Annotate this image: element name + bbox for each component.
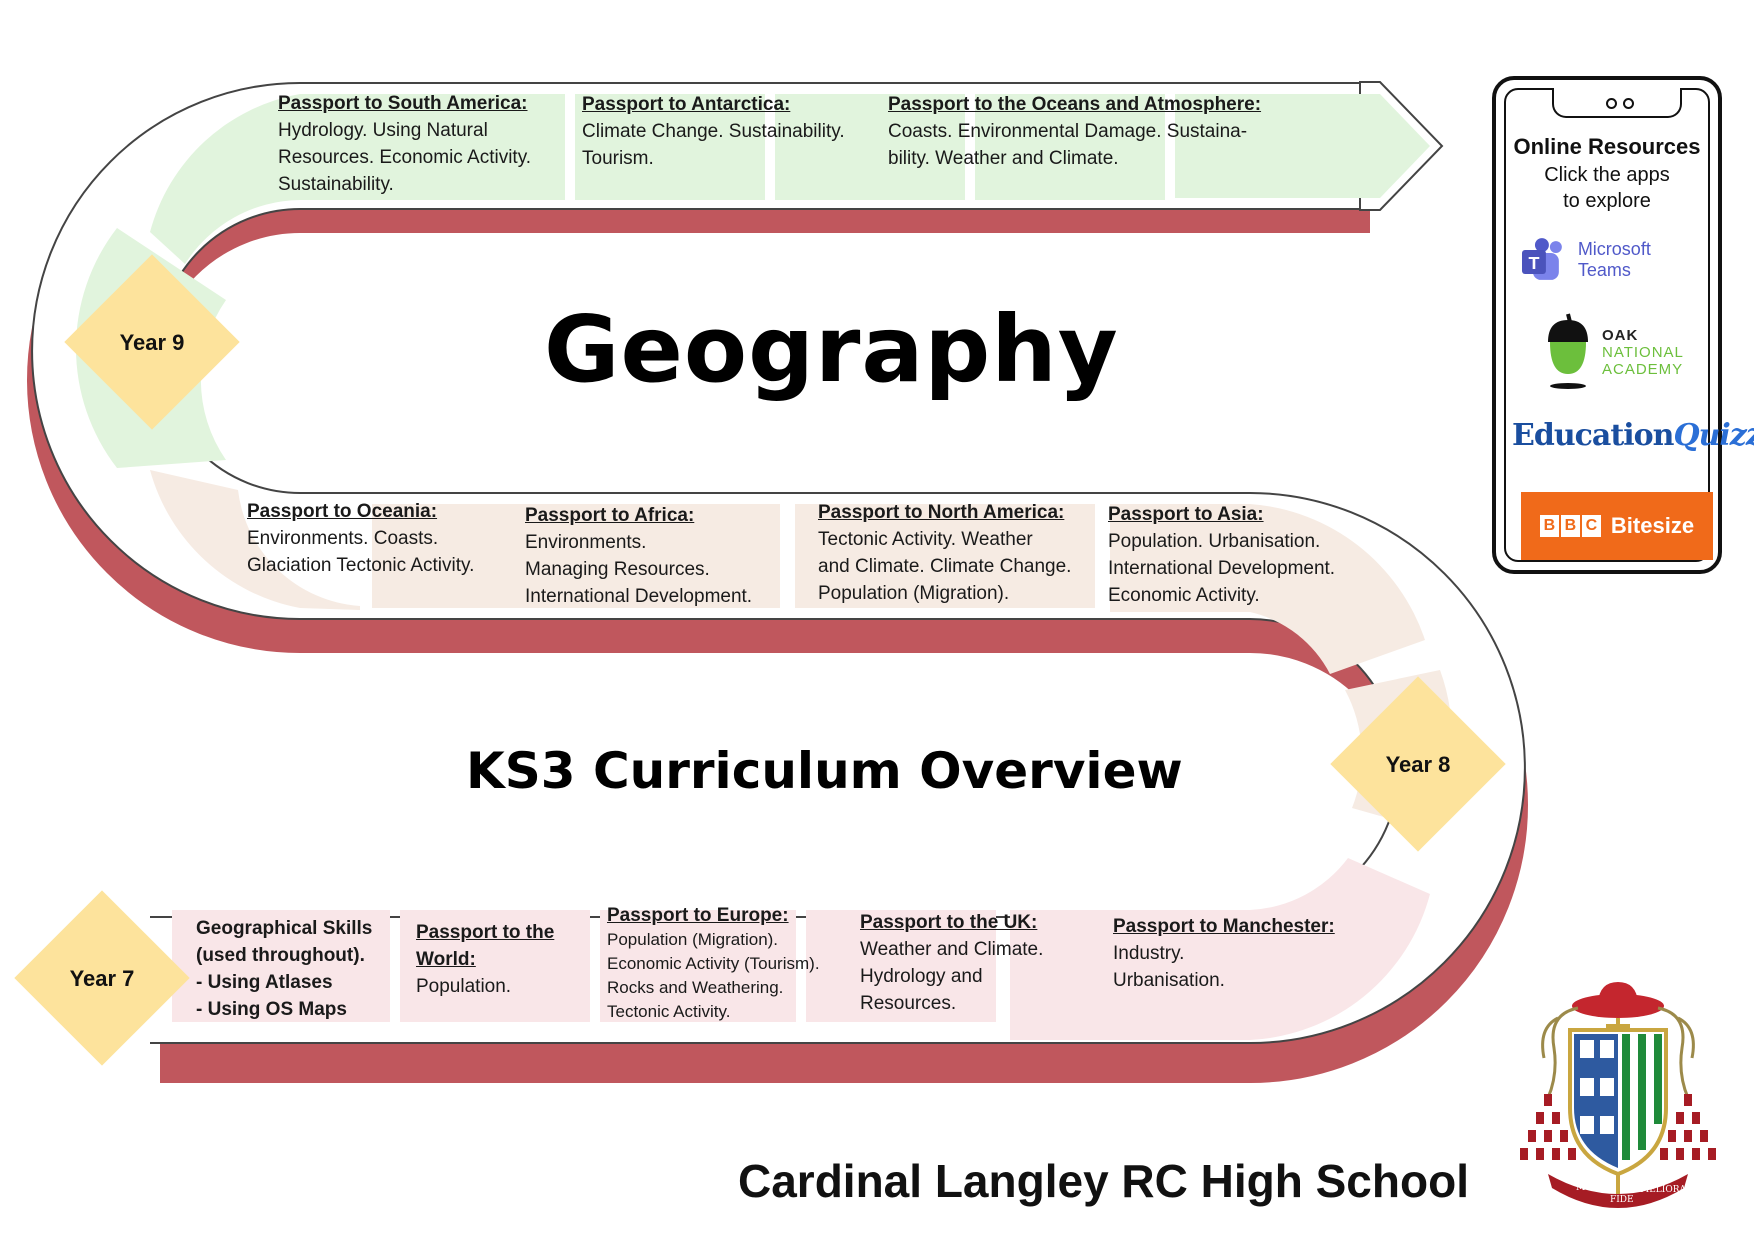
topic-line: Rocks and Weathering. (607, 978, 784, 997)
year9-band (75, 94, 1430, 468)
motto-word: MONITI (1576, 1183, 1614, 1193)
oak-label: OAK NATIONAL ACADEMY (1602, 327, 1684, 378)
topic-title: Passport to North America: (818, 502, 1065, 523)
year7-label: Year 7 (69, 966, 135, 991)
skills-line: - Using Atlases (196, 972, 333, 993)
topic-line: Hydrology. Using Natural (278, 120, 488, 141)
topic-line: Climate Change. Sustainability. (582, 121, 845, 142)
topic-title: Passport to the Oceans and Atmosphere: (888, 94, 1262, 115)
teams-icon: T (1521, 238, 1562, 280)
topic-world: Passport to the World: Population. (416, 919, 554, 1000)
topic-line: Economic Activity (Tourism). (607, 954, 820, 973)
online-resources-sub: Click the apps (1544, 164, 1670, 186)
topic-title: Passport to Oceania: (247, 501, 438, 522)
education-quizzes-app[interactable]: EducationQuizzes (1512, 418, 1754, 453)
year7-band (172, 858, 1430, 1040)
page-subtitle: KS3 Curriculum Overview (466, 742, 1183, 800)
topic-line: and Climate. Climate Change. (818, 556, 1072, 577)
topic-line: Coasts. Environmental Damage. Sustaina- (888, 121, 1248, 142)
oak-line: OAK (1602, 326, 1639, 344)
eq-word: Quizzes (1673, 418, 1754, 453)
topic-line: Hydrology and (860, 966, 983, 987)
topic-line: bility. Weather and Climate. (888, 148, 1119, 169)
topic-title: Passport to South America: (278, 93, 528, 114)
topic-title: Passport to Europe: (607, 905, 789, 926)
topic-asia: Passport to Asia: Population. Urbanisati… (1108, 501, 1335, 609)
bbc-block: C (1581, 515, 1601, 537)
topic-north-america: Passport to North America: Tectonic Acti… (818, 499, 1071, 607)
topic-line: Population (Migration). (818, 583, 1010, 604)
topic-line: Population. Urbanisation. (1108, 531, 1321, 552)
eq-word: Education (1512, 418, 1674, 453)
oak-line: ACADEMY (1602, 360, 1684, 378)
topic-line: Tectonic Activity. (607, 1002, 731, 1021)
education-quizzes-logo: EducationQuizzes (1512, 418, 1754, 453)
skills-line: - Using OS Maps (196, 999, 347, 1020)
topic-antarctica: Passport to Antarctica: Climate Change. … (582, 91, 845, 172)
year8-label: Year 8 (1385, 752, 1451, 777)
topic-title: Passport to Asia: (1108, 504, 1264, 525)
microsoft-teams-app[interactable]: T Microsoft Teams (1520, 238, 1708, 282)
bbc-block: B (1539, 515, 1559, 537)
camera-dot-icon (1623, 98, 1634, 109)
topic-line: Population. (416, 976, 512, 997)
topic-line: Industry. (1113, 943, 1185, 964)
topic-line: Environments. (525, 532, 647, 553)
topic-line: Urbanisation. (1113, 970, 1225, 991)
topic-line: Tourism. (582, 148, 654, 169)
year9-label: Year 9 (119, 330, 185, 355)
year8-band (150, 470, 1453, 830)
topic-europe: Passport to Europe: Population (Migratio… (607, 904, 820, 1024)
topic-line: Managing Resources. (525, 559, 710, 580)
topic-africa: Passport to Africa: Environments. Managi… (525, 502, 752, 610)
bbc-block: B (1560, 515, 1580, 537)
motto-word: MELIORA (1640, 1185, 1686, 1195)
phone-notch (1552, 88, 1682, 118)
topic-line: Sustainability. (278, 174, 394, 195)
online-resources-title: Online Resources (1513, 134, 1701, 159)
phone-screen: Online Resources Click the apps to explo… (1504, 88, 1754, 562)
page-title: Geography (544, 296, 1119, 403)
motto-word: FIDE (1610, 1195, 1634, 1205)
topic-line: Weather and Climate. (860, 939, 1044, 960)
online-resources-phone: Online Resources Click the apps to explo… (1492, 76, 1754, 574)
oak-line: NATIONAL (1602, 343, 1684, 361)
topic-title: Passport to Manchester: (1113, 916, 1335, 937)
topic-line: International Development. (525, 586, 753, 607)
skills-line: (used throughout). (196, 945, 365, 966)
topic-oceans-atmosphere: Passport to the Oceans and Atmosphere: C… (888, 91, 1261, 172)
topic-line: Economic Activity. (1108, 585, 1260, 606)
topic-line: Population (Migration). (607, 930, 779, 949)
topic-line: Tectonic Activity. Weather (818, 529, 1033, 550)
oak-national-academy-app[interactable]: OAK NATIONAL ACADEMY (1544, 312, 1684, 392)
school-crest-icon: MONITI FIDE MELIORA (1520, 982, 1716, 1208)
topic-line: Resources. (860, 993, 957, 1014)
topic-uk: Passport to the UK: Weather and Climate.… (860, 909, 1043, 1017)
topic-line: Glaciation Tectonic Activity. (247, 555, 475, 576)
topic-line: Environments. Coasts. (247, 528, 439, 549)
bbc-label: Bitesize (1610, 513, 1695, 538)
topic-south-america: Passport to South America: Hydrology. Us… (278, 90, 531, 198)
topic-title: Passport to Africa: (525, 505, 695, 526)
skills-line: Geographical Skills (196, 918, 373, 939)
topic-geographical-skills: Geographical Skills (used throughout). -… (196, 915, 372, 1023)
svg-text:T: T (1528, 253, 1539, 273)
school-name: Cardinal Langley RC High School (738, 1155, 1469, 1207)
teams-label: Microsoft Teams (1577, 239, 1651, 280)
topic-title: World: (416, 949, 476, 970)
acorn-icon (1548, 313, 1588, 389)
online-resources-sub: to explore (1563, 190, 1651, 212)
topic-title: Passport to the (416, 922, 555, 943)
topic-manchester: Passport to Manchester: Industry. Urbani… (1113, 913, 1335, 994)
topic-title: Passport to the UK: (860, 912, 1038, 933)
topic-title: Passport to Antarctica: (582, 94, 791, 115)
topic-line: Resources. Economic Activity. (278, 147, 532, 168)
camera-dot-icon (1606, 98, 1617, 109)
topic-oceania: Passport to Oceania: Environments. Coast… (247, 498, 474, 579)
topic-line: International Development. (1108, 558, 1336, 579)
